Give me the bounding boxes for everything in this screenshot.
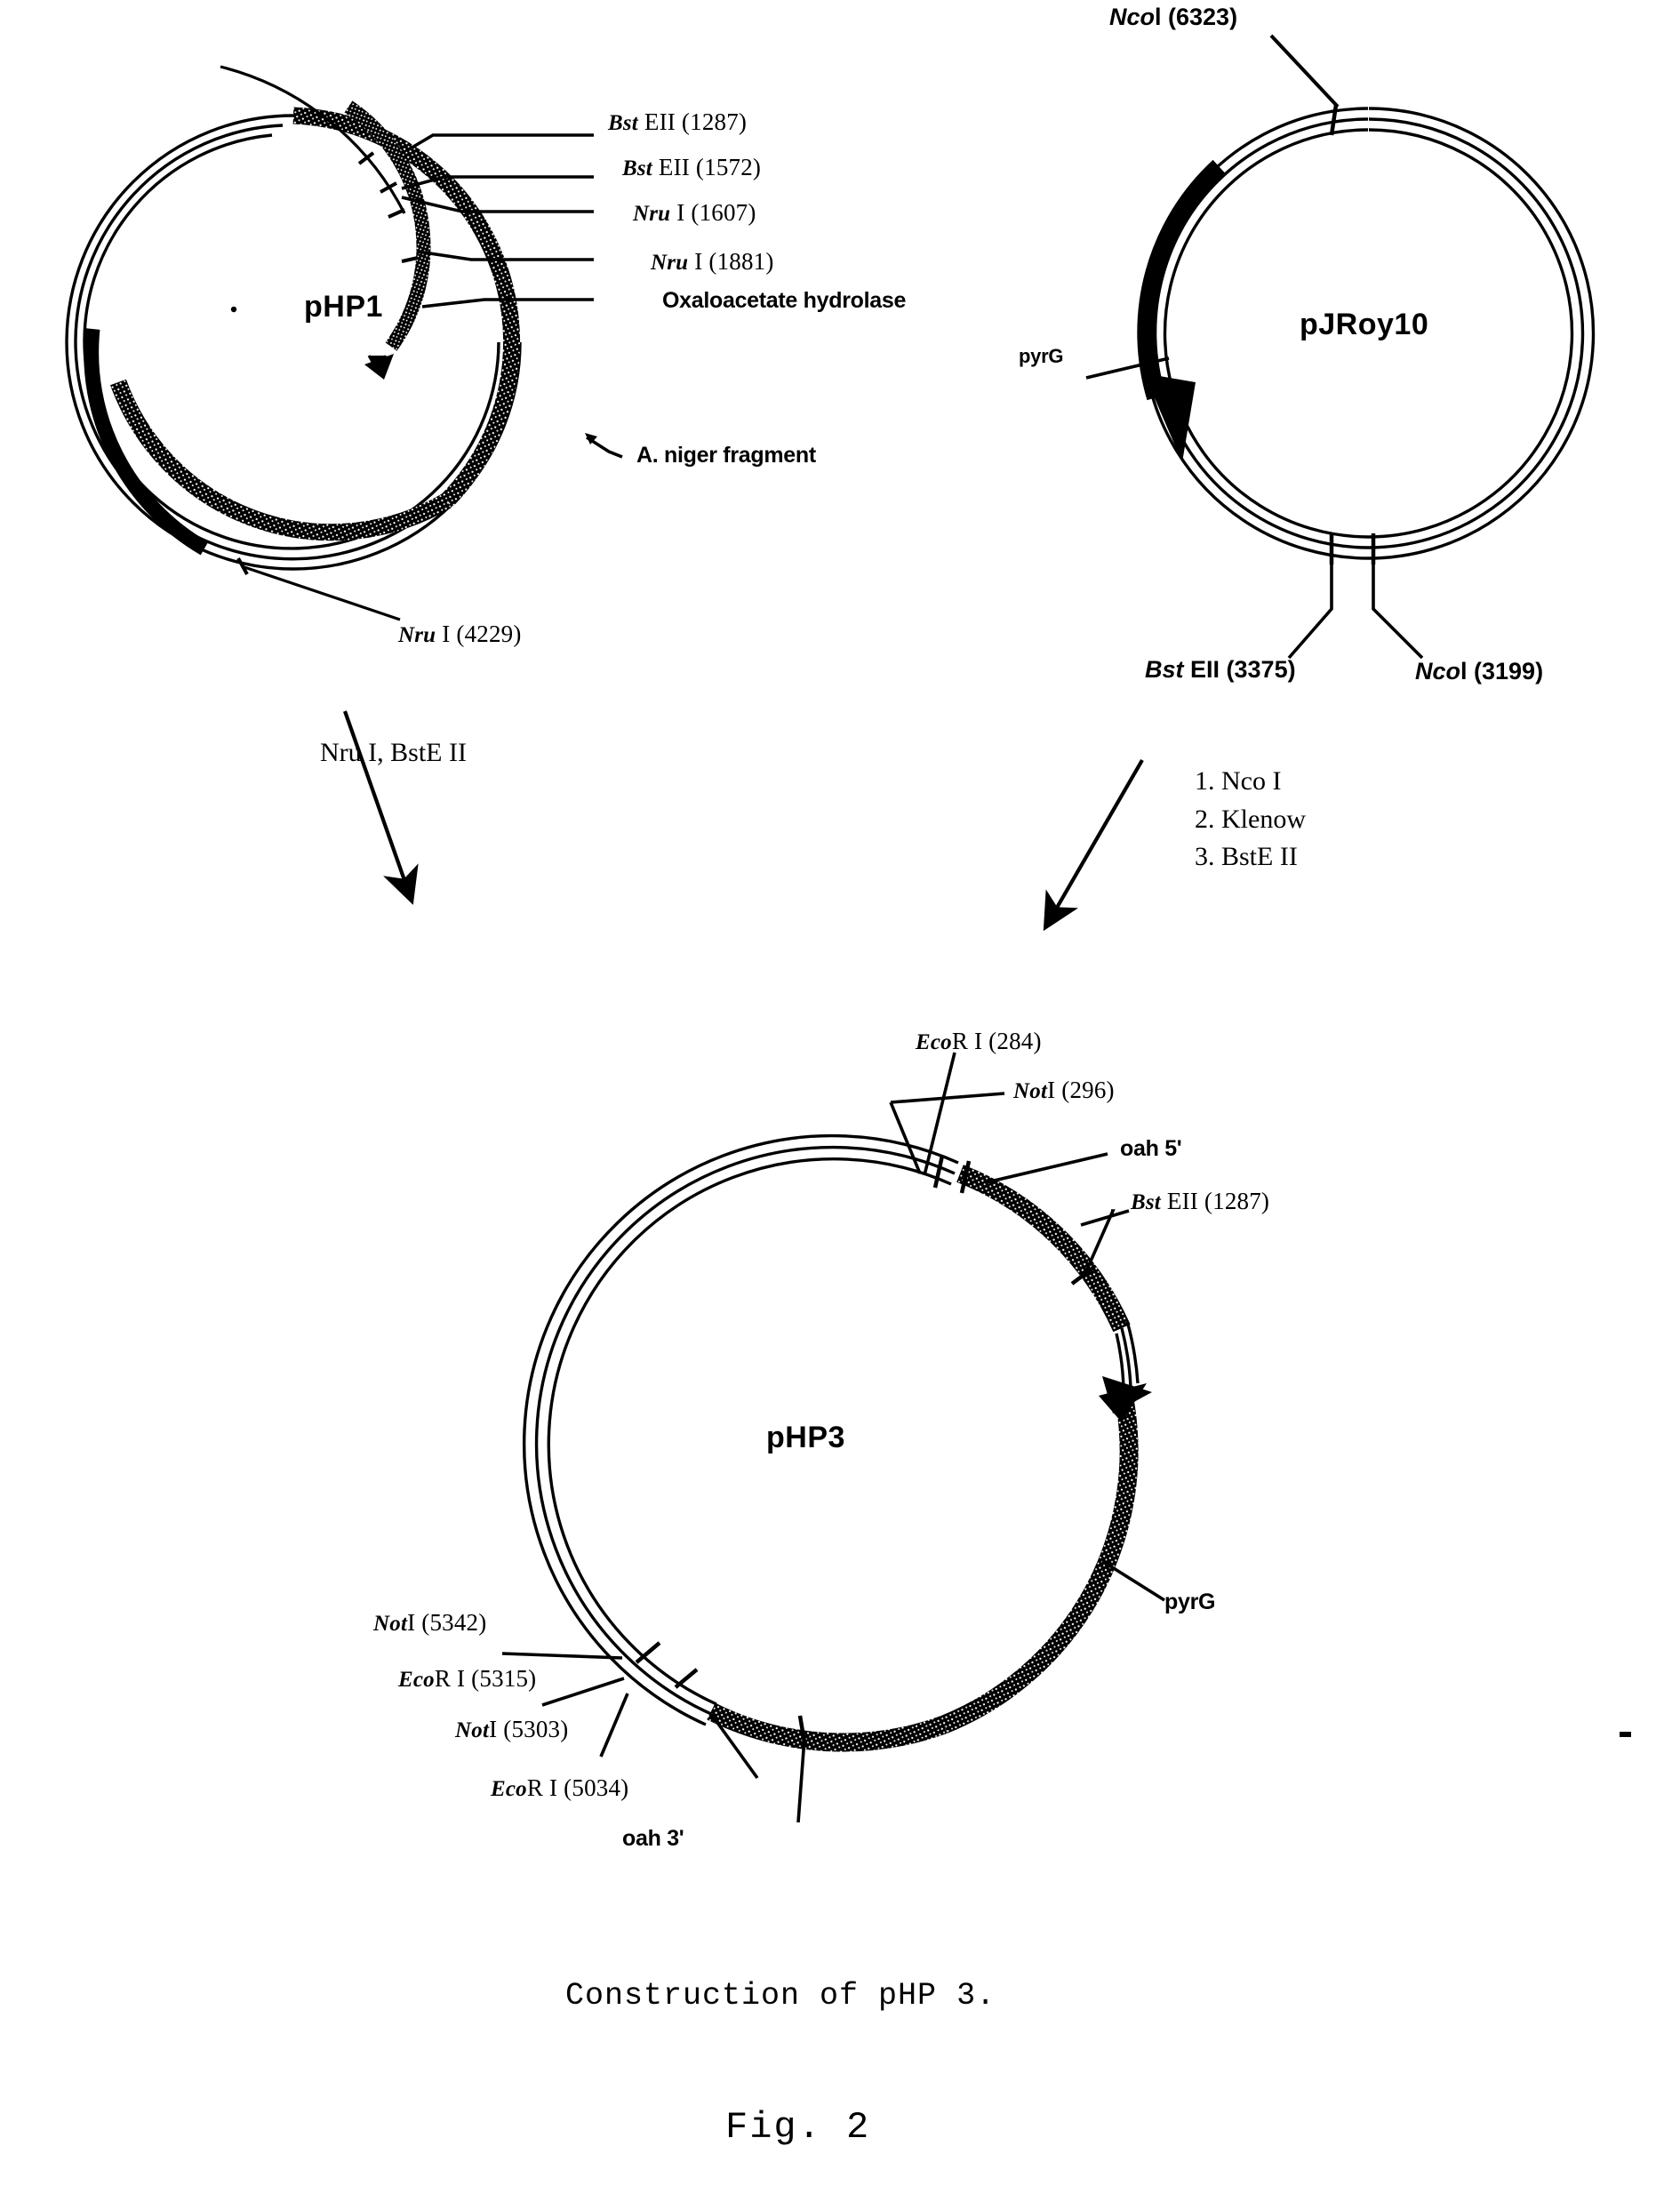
reaction-left-digest: Nru I, BstE II: [320, 738, 467, 767]
figure-number: Fig. 2: [725, 2106, 871, 2149]
figure-caption: Construction of pHP 3.: [565, 1978, 996, 2014]
reaction-arrows: [343, 710, 1144, 932]
label-bstEII-1572-php1: Bst EII (1572): [622, 154, 762, 180]
label-a-niger-fragment: A. niger fragment: [636, 443, 816, 468]
label-notI-296-php3: NotI (296): [1013, 1077, 1115, 1103]
php3-circle-graphic: [501, 1052, 1165, 1823]
label-bstEII-3375-pjroy10: Bst EII (3375): [1145, 656, 1296, 683]
label-oah-3prime: oah 3': [622, 1826, 684, 1851]
label-nruI-1607-php1: Nru I (1607): [633, 199, 756, 226]
label-nruI-1881-php1: Nru I (1881): [651, 248, 774, 275]
label-ecoRI-5315-php3: EcoR I (5315): [398, 1665, 537, 1692]
php1-circle-graphic: [65, 65, 623, 621]
scan-artifact: [1620, 1732, 1631, 1737]
plasmid-title-pjroy10: pJRoy10: [1300, 308, 1429, 341]
label-bstEII-1287-php1: Bst EII (1287): [608, 108, 748, 135]
label-bstEII-1287-php3: Bst EII (1287): [1131, 1188, 1270, 1214]
plasmid-title-php3: pHP3: [766, 1421, 845, 1454]
reaction-right-step-1: 1. Nco I: [1195, 766, 1282, 796]
label-pyrG-pjroy10: pyrG: [1019, 345, 1064, 367]
reaction-right-step-2: 2. Klenow: [1195, 804, 1306, 834]
label-notI-5303-php3: NotI (5303): [455, 1716, 569, 1742]
reaction-right-steps: 1. Nco I 2. Klenow 3. BstE II: [1195, 763, 1306, 877]
label-ncoI-6323-pjroy10: Ncol (6323): [1109, 4, 1238, 30]
label-pyrG-php3: pyrG: [1164, 1589, 1216, 1614]
label-oxaloacetate-hydrolase: Oxaloacetate hydrolase: [662, 288, 907, 313]
label-oah-5prime: oah 5': [1120, 1136, 1182, 1161]
label-ecoRI-284-php3: EcoR I (284): [916, 1028, 1042, 1054]
pjroy10-circle-graphic: [1085, 34, 1596, 660]
plasmid-title-php1: pHP1: [304, 290, 383, 324]
reaction-right-step-3: 3. BstE II: [1195, 842, 1298, 872]
label-ecoRI-5034-php3: EcoR I (5034): [491, 1774, 629, 1801]
label-ncoI-3199-pjroy10: Ncol (3199): [1415, 658, 1544, 685]
label-nruI-4229-php1: Nru I (4229): [398, 621, 522, 647]
label-notI-5342-php3: NotI (5342): [373, 1609, 487, 1636]
